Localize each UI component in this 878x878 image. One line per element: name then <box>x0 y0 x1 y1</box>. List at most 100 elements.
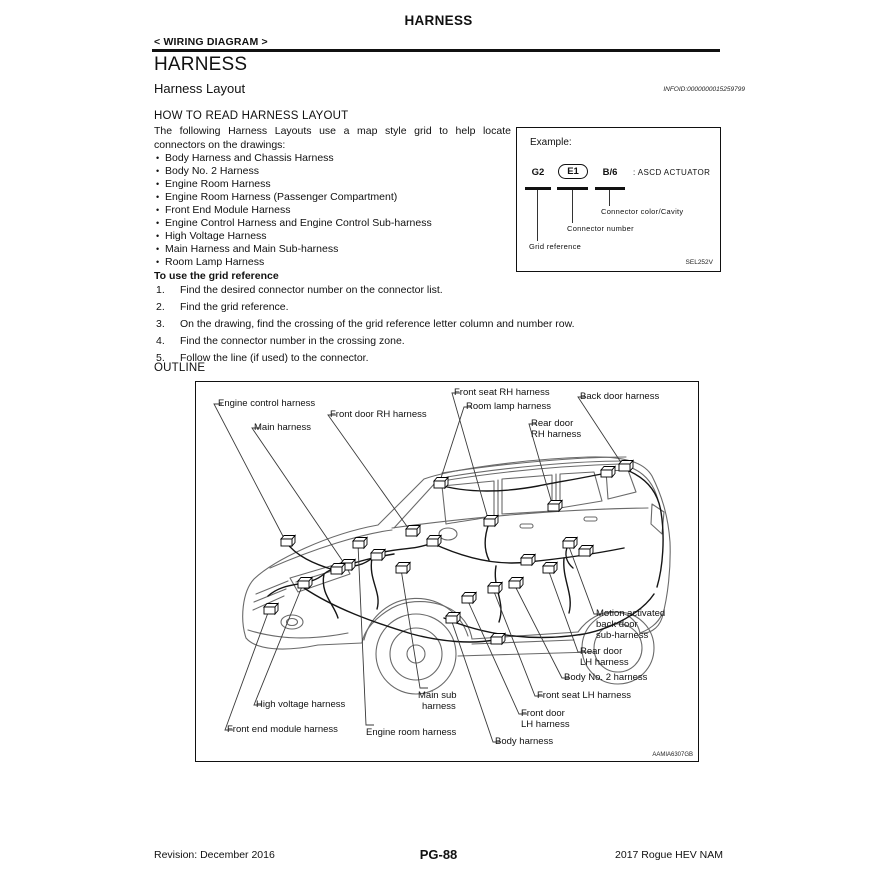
label-back-door-harness: Back door harness <box>580 391 659 402</box>
label-line: Main harness <box>254 422 312 433</box>
label-line: Engine room harness <box>366 727 457 738</box>
callout-grid-reference: Grid reference <box>529 242 582 251</box>
example-title: Example: <box>530 137 572 148</box>
connector-icon <box>297 577 313 589</box>
step-item: On the drawing, find the crossing of the… <box>156 316 575 333</box>
label-line: RH harness <box>531 429 582 440</box>
footer-revision: Revision: December 2016 <box>154 849 275 861</box>
callout-line-connector-number <box>572 190 573 223</box>
page-header-title: HARNESS <box>404 13 473 28</box>
leader-lines <box>213 392 625 743</box>
footer-page-number: PG-88 <box>419 847 458 862</box>
step-item: Find the connector number in the crossin… <box>156 333 405 350</box>
label-line: Rear door <box>531 418 574 429</box>
label-motion-activated-back-door-sub-harness: Motion activated back door sub-harness <box>596 608 665 641</box>
how-to-section: HOW TO READ HARNESS LAYOUT The following… <box>154 110 511 282</box>
connector-icon <box>483 515 499 527</box>
example-figure-code: SEL252V <box>685 259 713 266</box>
connector-icon <box>263 603 279 615</box>
label-front-seat-rh-harness: Front seat RH harness <box>454 387 550 398</box>
connector-name: : ASCD ACTUATOR <box>633 168 711 177</box>
label-line: sub-harness <box>596 630 649 641</box>
label-line: Engine control harness <box>218 398 316 409</box>
grid-reference-value: G2 <box>531 167 545 178</box>
car-body <box>242 456 671 695</box>
label-engine-room-harness: Engine room harness <box>366 727 456 738</box>
grid-reference-heading: To use the grid reference <box>154 270 279 282</box>
label-room-lamp-harness: Room lamp harness <box>466 401 551 412</box>
bullet-item: Room Lamp Harness <box>154 256 511 269</box>
outline-diagram: Engine control harness Main harness Fron… <box>195 381 699 762</box>
label-line: Body harness <box>495 736 554 747</box>
label-line: High voltage harness <box>256 699 346 710</box>
bullet-item: Engine Room Harness <box>154 178 511 191</box>
connector-icon <box>352 537 368 549</box>
label-main-harness: Main harness <box>254 422 311 433</box>
label-line: Front seat RH harness <box>454 387 550 398</box>
color-cavity-value: B/6 <box>602 167 618 178</box>
connector-icon <box>280 535 296 547</box>
connector-icon <box>520 554 536 566</box>
bullet-item: Engine Room Harness (Passenger Compartme… <box>154 191 511 204</box>
connector-icon <box>426 535 442 547</box>
label-line: Back door harness <box>580 391 660 402</box>
label-line: Front end module harness <box>227 724 338 735</box>
infoid-code: INFOID:0000000015259799 <box>663 86 745 93</box>
label-line: LH harness <box>521 719 570 730</box>
connector-number-value: E1 <box>558 164 588 179</box>
connector-icon <box>395 562 411 574</box>
section-title: HARNESS <box>154 54 248 75</box>
label-line: Body No. 2 harness <box>564 672 648 683</box>
label-front-end-module-harness: Front end module harness <box>227 724 338 735</box>
connector-cubes <box>263 460 634 645</box>
bullet-item: Body No. 2 Harness <box>154 165 511 178</box>
breadcrumb-wiring-diagram[interactable]: < WIRING DIAGRAM > <box>154 36 268 48</box>
connector-icon <box>618 460 634 472</box>
connector-icon <box>405 525 421 537</box>
step-item: Find the desired connector number on the… <box>156 282 443 299</box>
label-front-door-lh-harness: Front door LH harness <box>521 708 570 730</box>
underline-connector-number <box>557 187 588 190</box>
connector-icon <box>433 477 449 489</box>
label-line: Rear door <box>580 646 623 657</box>
example-box: Example: G2 E1 B/6 : ASCD ACTUATOR Conne… <box>516 127 721 272</box>
harness-wires <box>267 468 664 643</box>
label-high-voltage-harness: High voltage harness <box>256 699 345 710</box>
diagram-figure-code: AAMIA6307GB <box>652 752 693 758</box>
how-to-intro: The following Harness Layouts use a map … <box>154 125 511 151</box>
label-front-seat-lh-harness: Front seat LH harness <box>537 690 631 701</box>
footer-model: 2017 Rogue HEV NAM <box>615 849 723 861</box>
label-line: LH harness <box>580 657 629 668</box>
label-line: Motion activated <box>596 608 666 619</box>
step-item: Follow the line (if used) to the connect… <box>156 350 369 367</box>
bullet-item: Main Harness and Main Sub-harness <box>154 243 511 256</box>
label-body-no-2-harness: Body No. 2 harness <box>564 672 647 683</box>
callout-line-grid-reference <box>537 190 538 241</box>
label-line: Front door <box>521 708 565 719</box>
connector-icon <box>370 549 386 561</box>
car-outline-art <box>213 392 671 743</box>
connector-icon <box>508 577 524 589</box>
label-line: Front door RH harness <box>330 409 427 420</box>
connector-icon <box>578 545 594 557</box>
connector-icon <box>542 562 558 574</box>
label-rear-door-rh-harness: Rear door RH harness <box>531 418 581 440</box>
connector-icon <box>445 612 461 624</box>
underline-grid-reference <box>525 187 551 190</box>
step-item: Find the grid reference. <box>156 299 289 316</box>
label-main-sub-harness: Main sub harness <box>418 690 457 712</box>
underline-color-cavity <box>595 187 625 190</box>
harness-bullet-list: Body Harness and Chassis HarnessBody No.… <box>154 152 511 269</box>
callout-line-color-cavity <box>609 190 610 206</box>
connector-icon <box>330 563 346 575</box>
bullet-item: Body Harness and Chassis Harness <box>154 152 511 165</box>
connector-icon <box>562 537 578 549</box>
callout-color-cavity: Connector color/Cavity <box>601 207 684 216</box>
bullet-item: High Voltage Harness <box>154 230 511 243</box>
label-line: Front seat LH harness <box>537 690 631 701</box>
connector-icon <box>461 592 477 604</box>
outline-heading: OUTLINE <box>154 362 206 374</box>
label-line: Room lamp harness <box>466 401 552 412</box>
how-to-heading: HOW TO READ HARNESS LAYOUT <box>154 110 349 122</box>
